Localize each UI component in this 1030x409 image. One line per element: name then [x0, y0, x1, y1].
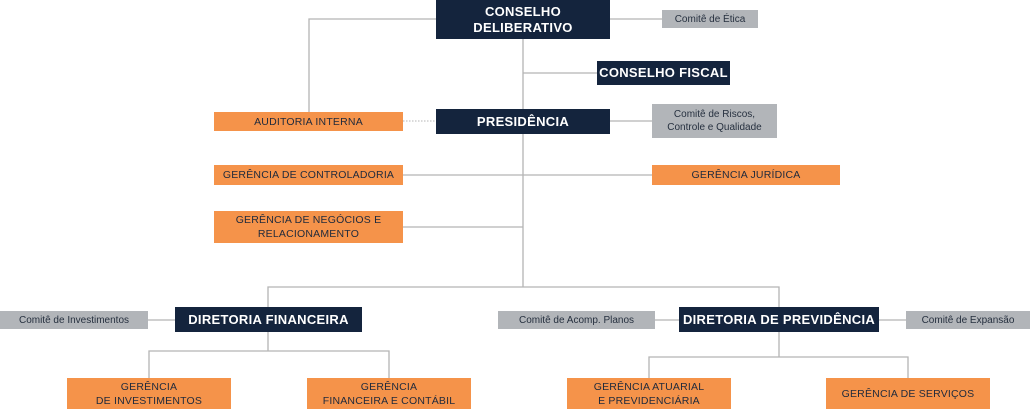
comite-acomp-planos-label: Comitê de Acomp. Planos: [518, 314, 635, 326]
gerencia-atuarial-box: GERÊNCIA ATUARIAL E PREVIDENCIÁRIA: [567, 378, 731, 409]
diretoria-financeira-label: DIRETORIA FINANCEIRA: [188, 311, 349, 327]
gerencia-negocios-box: GERÊNCIA DE NEGÓCIOS E RELACIONAMENTO: [214, 211, 403, 243]
comite-investimentos-label: Comitê de Investimentos: [18, 314, 130, 326]
auditoria-interna-box: AUDITORIA INTERNA: [214, 112, 403, 131]
gerencia-investimentos-label: GERÊNCIA DE INVESTIMENTOS: [95, 380, 203, 407]
gerencia-atuarial-label: GERÊNCIA ATUARIAL E PREVIDENCIÁRIA: [593, 380, 705, 407]
presidencia-box: PRESIDÊNCIA: [436, 109, 610, 134]
comite-acomp-planos-box: Comitê de Acomp. Planos: [498, 311, 655, 329]
gerencia-juridica-box: GERÊNCIA JURÍDICA: [652, 165, 840, 185]
conselho-fiscal-box: CONSELHO FISCAL: [597, 61, 730, 85]
conselho-fiscal-label: CONSELHO FISCAL: [599, 65, 728, 80]
comite-investimentos-box: Comitê de Investimentos: [0, 311, 148, 329]
gerencia-controladoria-box: GERÊNCIA DE CONTROLADORIA: [214, 165, 403, 185]
gerencia-juridica-label: GERÊNCIA JURÍDICA: [691, 169, 801, 181]
gerencia-servicos-box: GERÊNCIA DE SERVIÇOS: [826, 378, 990, 409]
comite-riscos-box: Comitê de Riscos, Controle e Qualidade: [652, 104, 777, 138]
comite-expansao-box: Comitê de Expansão: [906, 311, 1030, 329]
diretoria-financeira-box: DIRETORIA FINANCEIRA: [175, 307, 362, 332]
conselho-deliberativo-box: CONSELHO DELIBERATIVO: [436, 0, 610, 39]
gerencia-negocios-label: GERÊNCIA DE NEGÓCIOS E RELACIONAMENTO: [235, 214, 382, 240]
comite-riscos-label: Comitê de Riscos, Controle e Qualidade: [667, 109, 762, 133]
diretoria-previdencia-box: DIRETORIA DE PREVIDÊNCIA: [679, 307, 879, 332]
gerencia-financeira-contabil-label: GERÊNCIA FINANCEIRA E CONTÁBIL: [322, 380, 456, 407]
comite-etica-label: Comitê de Ética: [674, 13, 746, 25]
comite-expansao-label: Comitê de Expansão: [921, 314, 1015, 326]
comite-etica-box: Comitê de Ética: [662, 10, 758, 28]
presidencia-label: PRESIDÊNCIA: [476, 113, 570, 129]
conselho-deliberativo-label: CONSELHO DELIBERATIVO: [473, 3, 573, 35]
diretoria-previdencia-label: DIRETORIA DE PREVIDÊNCIA: [682, 311, 876, 327]
gerencia-financeira-contabil-box: GERÊNCIA FINANCEIRA E CONTÁBIL: [307, 378, 471, 409]
gerencia-controladoria-label: GERÊNCIA DE CONTROLADORIA: [222, 169, 395, 181]
auditoria-interna-label: AUDITORIA INTERNA: [254, 115, 363, 128]
gerencia-investimentos-box: GERÊNCIA DE INVESTIMENTOS: [67, 378, 231, 409]
gerencia-servicos-label: GERÊNCIA DE SERVIÇOS: [841, 387, 975, 400]
